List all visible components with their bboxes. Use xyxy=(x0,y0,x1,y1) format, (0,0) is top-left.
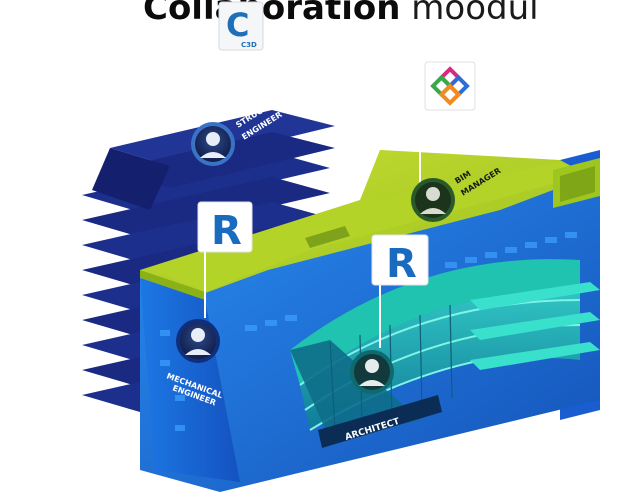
mechanical-engineer-avatar xyxy=(176,319,220,363)
revit-logo-icon: R xyxy=(197,201,253,254)
bim-manager-avatar xyxy=(411,178,455,222)
title-rest: moodul xyxy=(411,0,539,28)
title-bold: Collaboration xyxy=(143,0,401,28)
page-title: Collaboration moodul xyxy=(143,0,619,30)
ifc-logo-icon xyxy=(424,61,476,111)
revit-letter-architect: R xyxy=(386,241,417,287)
civil3d-letter: C xyxy=(226,6,249,44)
civil3d-logo-icon: C C3D xyxy=(218,1,264,51)
glass-atrium xyxy=(290,259,600,448)
revit-letter-mechanical: R xyxy=(211,208,242,254)
revit-logo-icon-architect: R xyxy=(371,234,429,287)
architect-avatar xyxy=(350,350,394,394)
civil3d-label: C3D xyxy=(241,41,257,49)
structural-engineer-avatar xyxy=(191,122,235,166)
